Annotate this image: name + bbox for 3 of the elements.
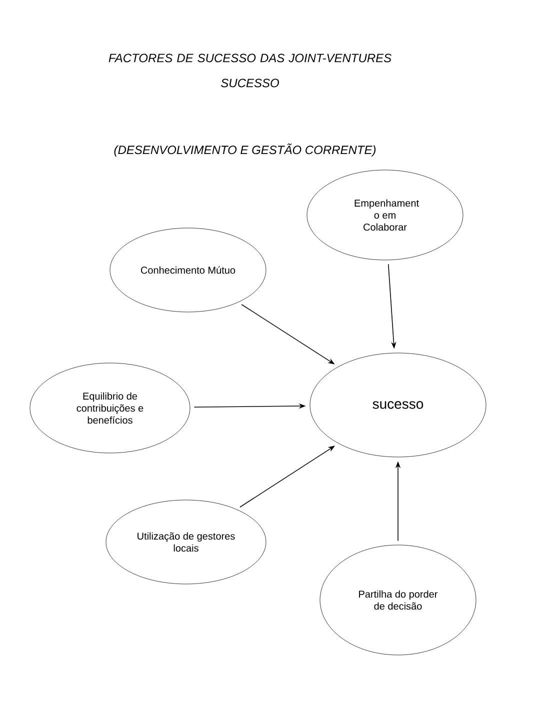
heading: SUCESSO [221,78,279,88]
title: FACTORES DE SUCESSO DAS JOINT-VENTURES [108,54,392,62]
heading: (DESENVOLVIMENTO E GESTÃO CORRENTE) [114,144,376,156]
